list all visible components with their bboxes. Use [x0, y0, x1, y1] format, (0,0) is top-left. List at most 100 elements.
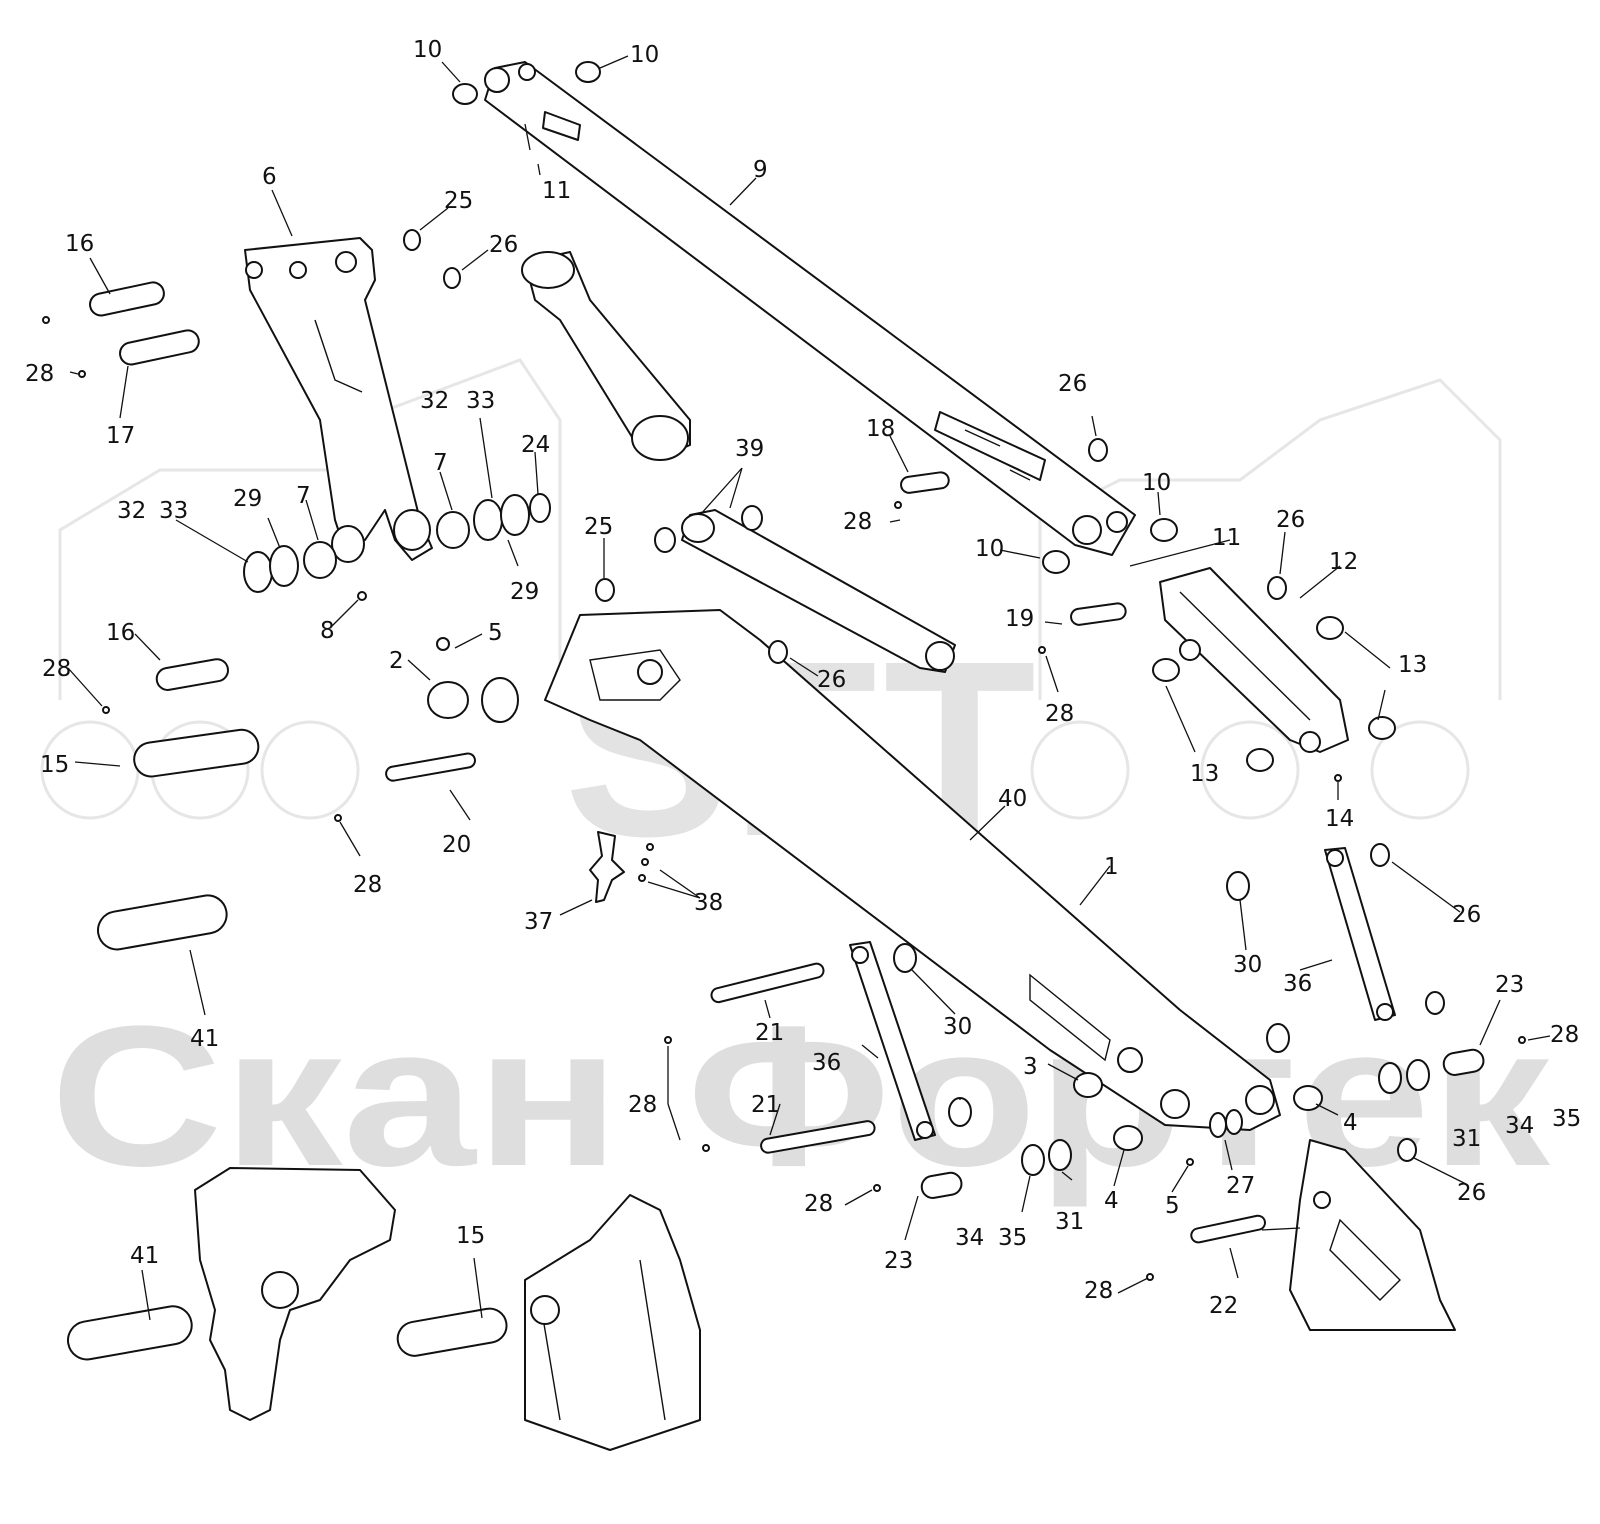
washer-34	[1406, 1059, 1430, 1091]
part-crank-lever-6	[244, 237, 433, 563]
detail-pin-15	[396, 1307, 508, 1357]
pin-19	[1070, 602, 1127, 626]
fasteners	[42, 316, 1526, 1281]
callout: 28	[628, 1092, 657, 1118]
callout: 37	[524, 909, 553, 935]
callout: 35	[1552, 1106, 1581, 1132]
bushing-7	[436, 511, 470, 549]
pin-41	[97, 894, 228, 951]
part-hydraulic-cylinder-middle	[681, 509, 956, 673]
callout: 19	[1005, 606, 1034, 632]
detail-view-frame	[396, 1194, 701, 1451]
washer-31	[1048, 1139, 1072, 1171]
callout: 26	[1276, 507, 1305, 533]
callout: 26	[1058, 371, 1087, 397]
callout: 7	[296, 483, 311, 509]
bushing-10	[1150, 518, 1178, 542]
callout: 34	[955, 1225, 984, 1251]
callout: 13	[1190, 761, 1219, 787]
callout: 5	[1165, 1193, 1180, 1219]
pin-21-upper	[710, 962, 825, 1004]
bushing-13	[1246, 748, 1274, 772]
callout: 16	[65, 231, 94, 257]
callout: 13	[1398, 652, 1427, 678]
washer-26	[1370, 843, 1390, 867]
detail-pin-41	[67, 1305, 193, 1361]
washer-30	[1226, 871, 1250, 901]
o-ring-27	[1225, 1109, 1243, 1135]
pin-20	[385, 752, 476, 782]
bushing-10	[575, 61, 601, 83]
bushing-4	[1113, 1125, 1143, 1151]
callout: 33	[159, 498, 188, 524]
callout: 28	[1084, 1278, 1113, 1304]
bushing-10	[452, 83, 478, 105]
bushing-10	[1042, 550, 1070, 574]
callout: 4	[1343, 1110, 1358, 1136]
leader-lines	[67, 55, 1551, 1321]
callout: 28	[1550, 1022, 1579, 1048]
washer-26	[1397, 1138, 1417, 1162]
callout: 36	[812, 1050, 841, 1076]
pin-17	[119, 329, 200, 366]
callout: 20	[442, 832, 471, 858]
washer-26	[1425, 991, 1445, 1015]
callout: 24	[521, 432, 550, 458]
bracket-37	[589, 831, 625, 903]
washer-25	[595, 578, 615, 602]
callout: 26	[1457, 1180, 1486, 1206]
callout: 29	[233, 486, 262, 512]
callout: 15	[40, 752, 69, 778]
callout: 25	[444, 188, 473, 214]
callout: 6	[262, 164, 277, 190]
callout: 21	[751, 1092, 780, 1118]
bushing-13	[1152, 658, 1180, 682]
callout: 16	[106, 620, 135, 646]
washer-39	[741, 505, 763, 531]
part-bracket-12	[1159, 567, 1349, 753]
seal-ring	[481, 677, 519, 723]
callout: 11	[542, 178, 571, 204]
callout: 22	[1209, 1293, 1238, 1319]
part-main-boom-1	[544, 609, 1281, 1131]
callout: 39	[735, 436, 764, 462]
pin-18	[900, 471, 950, 494]
callout: 32	[420, 388, 449, 414]
washer-26	[1088, 438, 1108, 462]
bushing-3	[1073, 1072, 1103, 1098]
bushing-13	[1316, 616, 1344, 640]
callout: 17	[106, 423, 135, 449]
pins	[89, 281, 1485, 1244]
callout: 31	[1055, 1209, 1084, 1235]
washer-30	[893, 943, 917, 973]
part-bucket-bracket	[1289, 1139, 1456, 1331]
pin-22	[1190, 1214, 1266, 1244]
part-link-plate-36-right	[1324, 847, 1396, 1021]
callout: 29	[510, 579, 539, 605]
callout: 25	[584, 514, 613, 540]
washer-30	[948, 1097, 972, 1127]
callout: 31	[1452, 1126, 1481, 1152]
pin-23-upper	[1442, 1048, 1485, 1076]
washer-29	[269, 545, 299, 587]
callout: 23	[884, 1248, 913, 1274]
bushing-13	[1368, 716, 1396, 740]
callout: 26	[1452, 902, 1481, 928]
callout-labels: 10 10 11 9 6 25 16 26 28 17 32 33 24 26 …	[25, 37, 1581, 1319]
callout: 2	[389, 648, 404, 674]
pin-15	[133, 728, 260, 778]
callout: 28	[353, 872, 382, 898]
bushing-2	[427, 681, 469, 719]
bushing-7	[303, 541, 337, 579]
pin-16-lower	[155, 658, 229, 691]
callout: 28	[42, 656, 71, 682]
part-hydraulic-cylinder-upper	[521, 251, 691, 461]
callout: 7	[433, 450, 448, 476]
bushing-4	[1293, 1085, 1323, 1111]
o-ring-27	[1209, 1112, 1227, 1138]
callout: 32	[117, 498, 146, 524]
detail-view-swivel	[67, 1167, 396, 1421]
washer-34	[1021, 1144, 1045, 1176]
washer-33	[473, 499, 503, 541]
